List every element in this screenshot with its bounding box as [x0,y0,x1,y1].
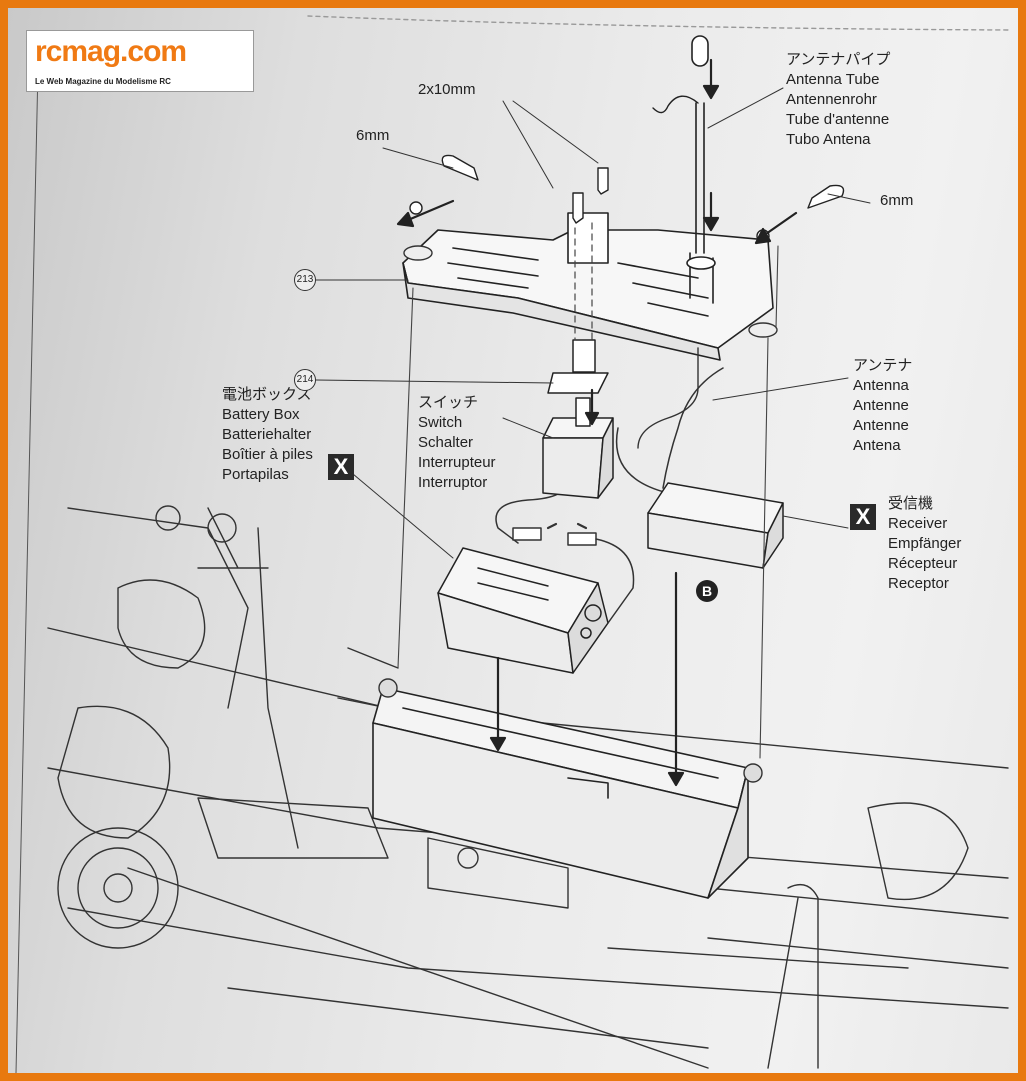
label-switch: スイッチ Switch Schalter Interrupteur Interr… [418,393,496,493]
logo-tagline: Le Web Magazine du Modelisme RC [35,77,171,86]
label-battery-box: 電池ボックス Battery Box Batteriehalter Boîtie… [222,385,313,485]
label-antenna: アンテナ Antenna Antenne Antenne Antena [853,356,912,456]
screws [572,167,609,224]
rcmag-logo[interactable]: rcmag.com Le Web Magazine du Modelisme R… [26,30,254,92]
tray-post-right [743,763,763,783]
antenna-tube-de: Antennenrohr [786,91,877,108]
leader-lines [315,87,871,559]
chassis-drawing [47,505,1009,1069]
part-number-214: 214 [294,369,316,391]
page-border-line [15,67,39,1073]
battery-holder-drawing [437,547,609,674]
receiver-fr: Récepteur [888,555,958,572]
battery-box-ja: 電池ボックス [222,386,312,403]
arrows [396,58,798,787]
x-marker-receiver: X [850,504,876,530]
label-screw-size: 2x10mm [418,81,476,98]
antenna-tube-en: Antenna Tube [786,71,880,88]
antenna-tube-es: Tubo Antena [786,131,871,148]
antenna-wire [637,347,699,449]
antenna-en: Antenna [853,377,909,394]
battery-box-es: Portapilas [222,466,289,483]
receiver-en: Receiver [888,515,948,532]
switch-fr: Interrupteur [418,454,496,471]
antenna-de: Antenne [853,397,909,414]
tab-left [403,245,433,261]
label-clip-left: 6mm [356,127,390,144]
clips [409,154,845,243]
battery-box-de: Batteriehalter [222,426,312,443]
receiver-de: Empfänger [888,535,962,552]
alignment-lines [574,222,593,341]
part-number-213: 213 [294,269,316,291]
antenna-tube-fr: Tube d'antenne [786,111,890,128]
label-antenna-tube: アンテナパイプ Antenna Tube Antennenrohr Tube d… [786,50,890,150]
receiver-drawing [647,482,784,569]
cover-plate-drawing [402,212,774,361]
label-clip-right: 6mm [880,192,914,209]
battery-box-en: Battery Box [222,406,300,423]
switch-en: Switch [418,414,463,431]
logo-brand-text: rcmag.com [35,35,187,68]
battery-box-fr: Boîtier à piles [222,446,313,463]
switch-de: Schalter [418,434,474,451]
guide-lines [397,245,779,759]
receiver-ja: 受信機 [888,495,934,512]
label-receiver: 受信機 Receiver Empfänger Récepteur Recepto… [888,494,961,594]
x-marker-battery: X [328,454,354,480]
switch-drawing [542,339,614,499]
assembly-diagram [15,15,1009,1073]
antenna-fr: Antenne [853,417,909,434]
tab-right [748,322,778,338]
switch-es: Interruptor [418,474,488,491]
battery-tray [372,687,749,899]
antenna-ja: アンテナ [853,357,913,374]
dashed-guide [307,15,1009,31]
manual-page: rcmag.com Le Web Magazine du Modelisme R… [8,8,1018,1073]
b-marker-receiver: B [696,580,718,602]
switch-ja: スイッチ [418,394,479,411]
antenna-es: Antena [853,437,901,454]
receiver-es: Receptor [888,575,949,592]
antenna-tube-drawing [652,35,709,254]
antenna-tube-ja: アンテナパイプ [786,51,891,68]
tray-post-left [378,678,398,698]
